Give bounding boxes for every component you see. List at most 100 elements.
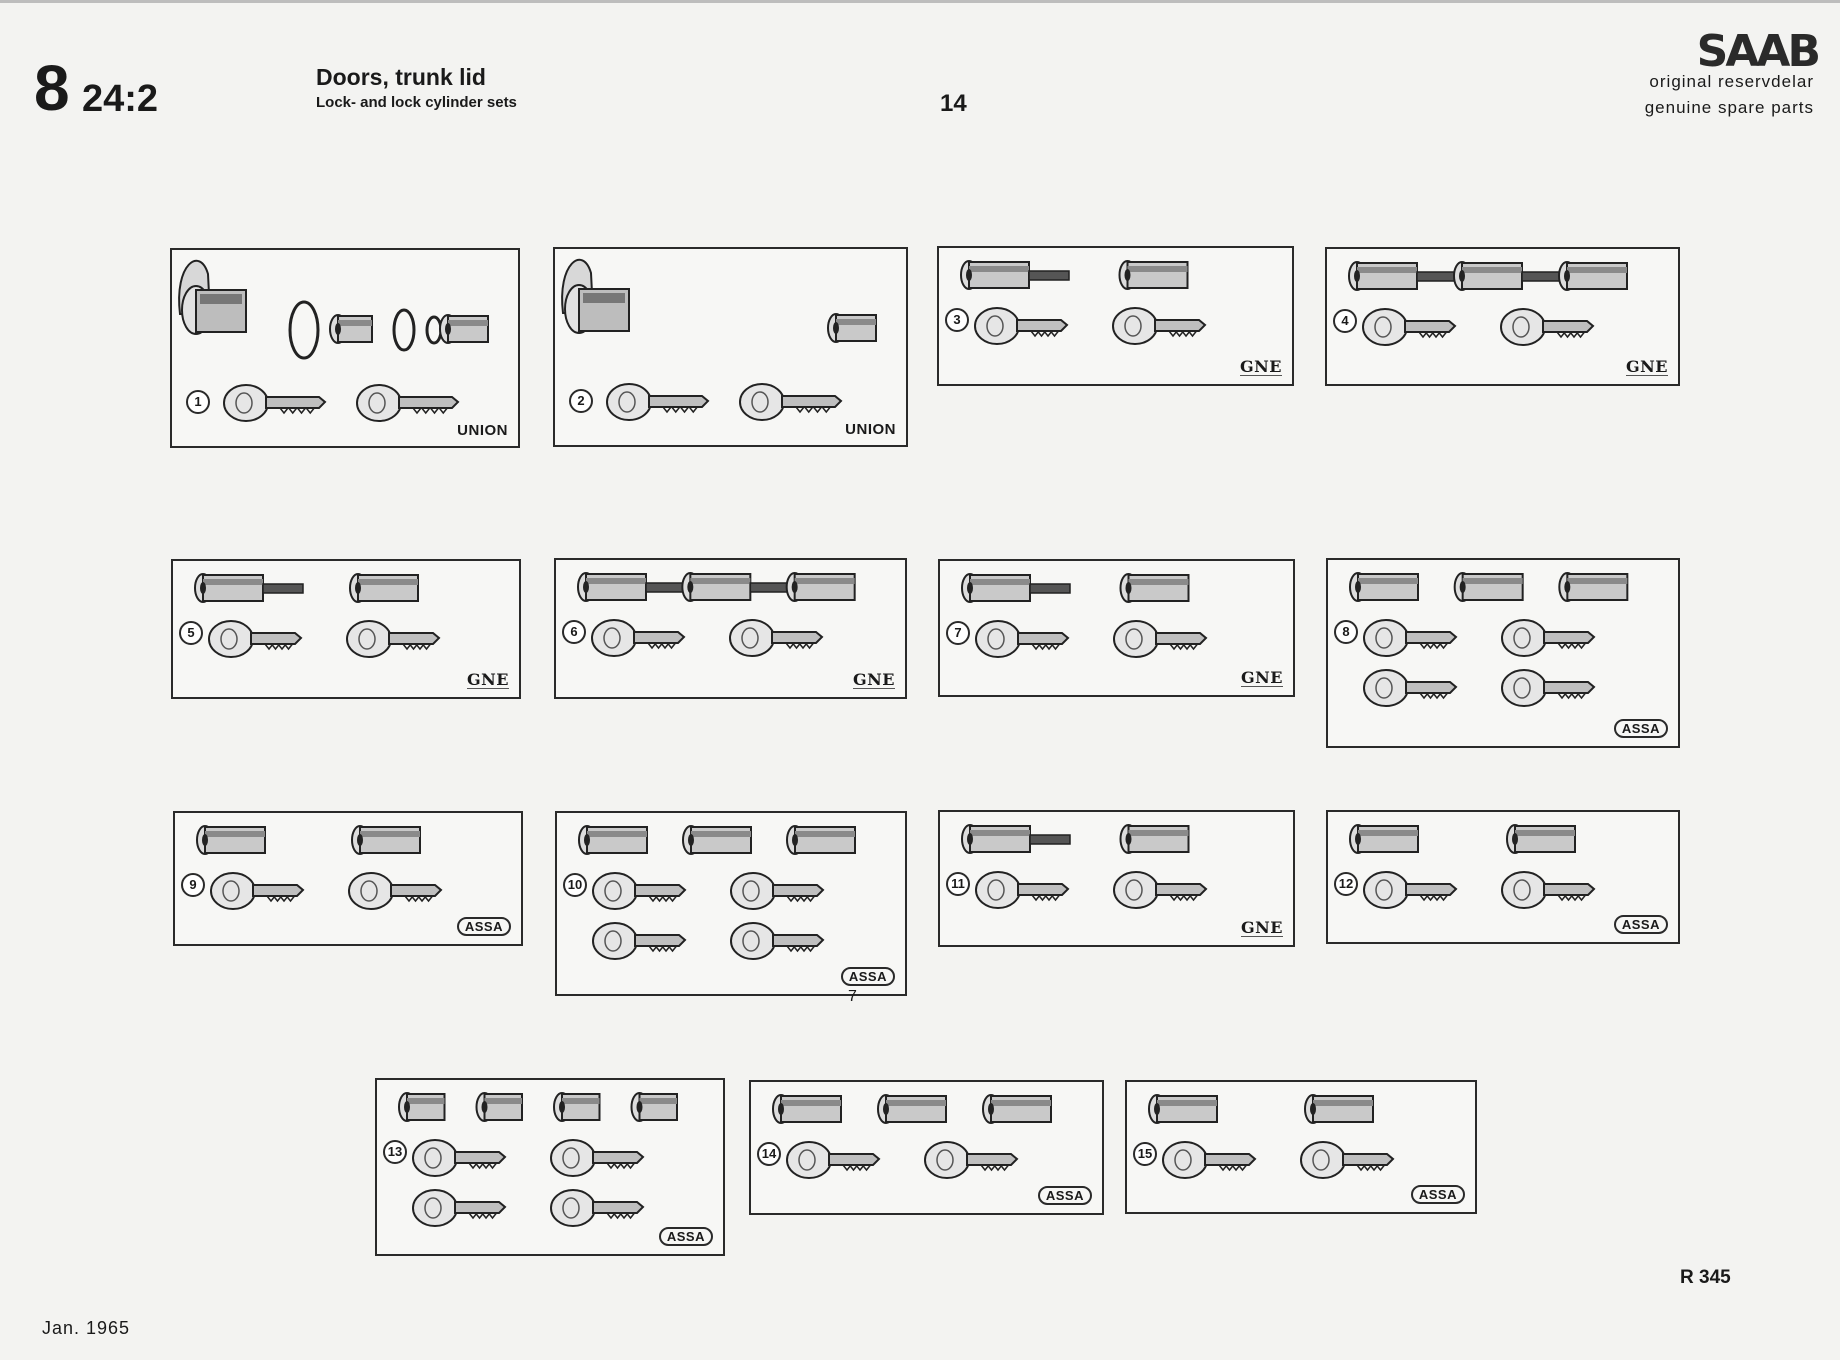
lock-set-drawing bbox=[960, 260, 1207, 345]
lock-cylinder-icon bbox=[1453, 261, 1563, 291]
lock-set-drawing bbox=[1349, 824, 1596, 909]
washer-ring-icon bbox=[392, 308, 416, 352]
lock-cylinder-icon bbox=[961, 824, 1071, 854]
key-icon bbox=[1362, 308, 1457, 346]
panel-callout-number: 2 bbox=[569, 389, 593, 413]
lock-cylinder-icon bbox=[1349, 824, 1419, 854]
lock-set-drawing bbox=[1148, 1094, 1395, 1179]
drawing-number: R 345 bbox=[1680, 1267, 1731, 1288]
manufacturer-mark: GNE bbox=[853, 670, 895, 689]
key-icon bbox=[975, 871, 1070, 909]
lock-handle-icon bbox=[178, 260, 247, 335]
lock-cylinder-icon bbox=[1506, 824, 1576, 854]
lock-cylinder-icon bbox=[194, 573, 304, 603]
saab-logo: SAAB bbox=[1696, 26, 1821, 77]
panel-callout-number: 1 bbox=[186, 390, 210, 414]
stray-mark: 7 bbox=[848, 988, 857, 1005]
panel-callout-number: 5 bbox=[179, 621, 203, 645]
key-icon bbox=[924, 1141, 1019, 1179]
key-icon bbox=[606, 383, 710, 421]
lock-cylinder-icon bbox=[1119, 573, 1190, 603]
lock-cylinder-icon bbox=[772, 1094, 842, 1124]
lock-set-drawing bbox=[961, 573, 1208, 658]
panel-callout-number: 13 bbox=[383, 1140, 407, 1164]
washer-ring-icon bbox=[288, 300, 320, 360]
lock-cylinder-icon bbox=[1558, 261, 1628, 291]
washer-ring-icon bbox=[425, 315, 443, 345]
manufacturer-mark: ASSA bbox=[1037, 1186, 1092, 1205]
lock-cylinder-icon bbox=[329, 314, 373, 344]
panel-callout-number: 11 bbox=[946, 872, 970, 896]
lock-cylinder-icon bbox=[439, 314, 489, 344]
manufacturer-mark: GNE bbox=[1241, 918, 1283, 937]
manufacturer-mark: ASSA bbox=[1613, 915, 1668, 934]
lock-set-drawing bbox=[194, 573, 441, 658]
key-icon bbox=[1112, 307, 1207, 345]
key-icon bbox=[729, 619, 824, 657]
key-icon bbox=[739, 383, 843, 421]
key-icon bbox=[1300, 1141, 1395, 1179]
lock-cylinder-icon bbox=[475, 1092, 523, 1122]
lock-cylinder-icon bbox=[1348, 261, 1458, 291]
lock-set-drawing bbox=[398, 1092, 678, 1227]
page-subtitle: Lock- and lock cylinder sets bbox=[316, 94, 517, 111]
key-icon bbox=[356, 384, 460, 422]
panel-callout-number: 7 bbox=[946, 621, 970, 645]
manufacturer-mark: GNE bbox=[467, 670, 509, 689]
tagline-original: original reservdelar bbox=[1649, 72, 1814, 91]
key-icon bbox=[1363, 871, 1458, 909]
panel-callout-number: 10 bbox=[563, 873, 587, 897]
key-icon bbox=[1113, 620, 1208, 658]
lock-cylinder-icon bbox=[577, 572, 687, 602]
manufacturer-mark: ASSA bbox=[1410, 1185, 1465, 1204]
lock-set-drawing bbox=[961, 824, 1208, 909]
panel-callout-number: 14 bbox=[757, 1142, 781, 1166]
key-icon bbox=[974, 307, 1069, 345]
lock-cylinder-icon bbox=[960, 260, 1070, 290]
key-icon bbox=[591, 619, 686, 657]
key-icon bbox=[1501, 669, 1596, 707]
lock-cylinder-icon bbox=[630, 1092, 678, 1122]
manufacturer-mark: GNE bbox=[1241, 668, 1283, 687]
key-icon bbox=[1162, 1141, 1257, 1179]
key-icon bbox=[346, 620, 441, 658]
key-icon bbox=[223, 384, 327, 422]
key-icon bbox=[208, 620, 303, 658]
tagline-genuine: genuine spare parts bbox=[1644, 98, 1814, 117]
manufacturer-mark: ASSA bbox=[658, 1227, 713, 1246]
section-number: 8 bbox=[34, 52, 70, 124]
lock-set-drawing bbox=[578, 825, 856, 960]
lock-cylinder-icon bbox=[682, 825, 752, 855]
lock-cylinder-icon bbox=[578, 825, 648, 855]
panel-callout-number: 9 bbox=[181, 873, 205, 897]
panel-callout-number: 15 bbox=[1133, 1142, 1157, 1166]
panel-callout-number: 12 bbox=[1334, 872, 1358, 896]
lock-cylinder-icon bbox=[982, 1094, 1052, 1124]
key-icon bbox=[1363, 669, 1458, 707]
lock-cylinder-icon bbox=[351, 825, 421, 855]
key-icon bbox=[1501, 871, 1596, 909]
lock-cylinder-icon bbox=[961, 573, 1071, 603]
lock-cylinder-icon bbox=[877, 1094, 947, 1124]
lock-cylinder-icon bbox=[1453, 572, 1524, 602]
lock-set-drawing bbox=[577, 572, 856, 657]
key-icon bbox=[1500, 308, 1595, 346]
key-icon bbox=[786, 1141, 881, 1179]
key-icon bbox=[975, 620, 1070, 658]
lock-cylinder-icon bbox=[827, 313, 877, 343]
key-icon bbox=[730, 922, 825, 960]
issue-date: Jan. 1965 bbox=[42, 1318, 131, 1338]
key-icon bbox=[1363, 619, 1458, 657]
panel-callout-number: 3 bbox=[945, 308, 969, 332]
